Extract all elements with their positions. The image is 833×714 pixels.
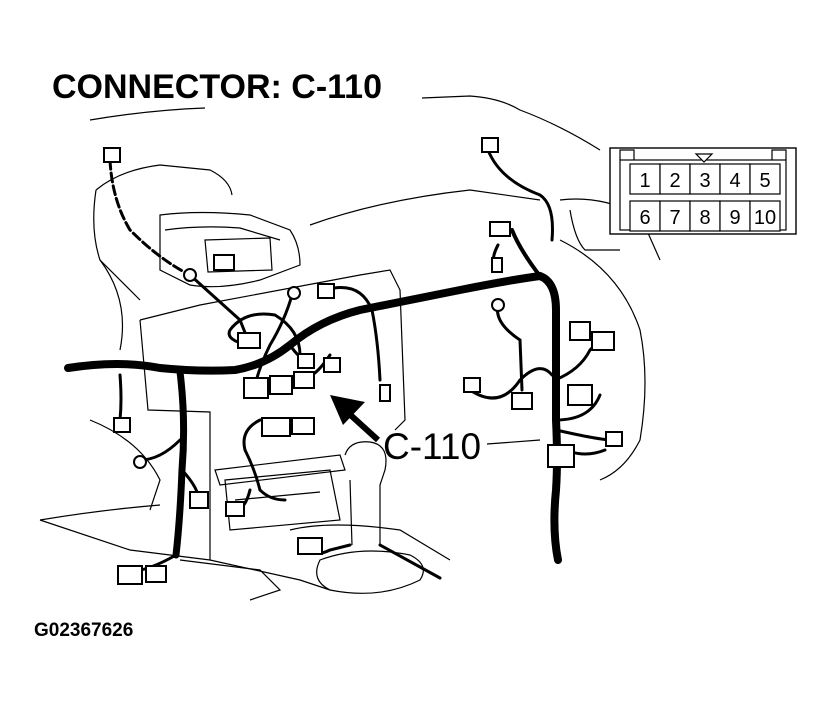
pin-cavity [749, 163, 781, 195]
pin-number: 7 [669, 207, 680, 229]
pin-number: 6 [639, 207, 650, 229]
callout-arrow [330, 395, 541, 445]
main-harness [64, 228, 562, 564]
pin-number: 5 [759, 170, 770, 192]
pin-number: 4 [729, 170, 740, 192]
pin-number: 2 [669, 170, 680, 192]
pin-number: 10 [754, 207, 776, 229]
harness-connectors [103, 137, 623, 585]
pin-number: 3 [699, 170, 710, 192]
pin-cavity [749, 200, 781, 232]
pin-cavity [719, 200, 751, 232]
pin-number: 9 [729, 207, 740, 229]
pin-cavity [629, 200, 661, 232]
pin-cavity [719, 163, 751, 195]
branch-wires [108, 148, 614, 580]
pin-number: 1 [639, 170, 650, 192]
pin-cavity [659, 163, 691, 195]
dashboard-outline [39, 95, 661, 601]
pin-cavity [689, 200, 721, 232]
pin-cavity [659, 200, 691, 232]
pin-number: 8 [699, 207, 710, 229]
diagram-title: CONNECTOR: C-110 [52, 68, 382, 106]
pin-cavity [689, 163, 721, 195]
figure-id: G02367626 [34, 620, 134, 641]
connector-callout-label: C-110 [383, 426, 482, 467]
